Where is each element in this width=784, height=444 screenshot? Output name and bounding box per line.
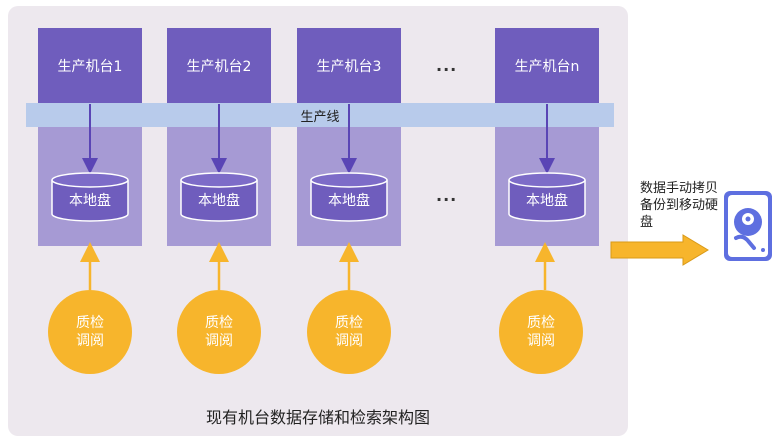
disk-ellipsis: ...	[436, 186, 458, 205]
machine-ellipsis: ...	[436, 56, 458, 75]
qc-line-2: 调阅	[205, 333, 233, 349]
disk-icon-2	[180, 172, 258, 222]
machine-3: 生产机台3	[297, 28, 401, 104]
qc-line-1: 质检	[335, 315, 363, 331]
qc-line-1: 质检	[76, 315, 104, 331]
qc-review-3: 质检调阅	[307, 290, 391, 374]
qc-review-2: 质检调阅	[177, 290, 261, 374]
qc-line-2: 调阅	[527, 333, 555, 349]
qc-review-n: 质检调阅	[499, 290, 583, 374]
qc-review-1: 质检调阅	[48, 290, 132, 374]
backup-description: 数据手动拷贝备份到移动硬盘	[640, 181, 719, 230]
qc-line-2: 调阅	[76, 333, 104, 349]
machine-n: 生产机台n	[495, 28, 599, 104]
disk-icon-3	[310, 172, 388, 222]
qc-line-2: 调阅	[335, 333, 363, 349]
diagram-caption: 现有机台数据存储和检索架构图	[205, 408, 430, 427]
local-disk-label-1: 本地盘	[69, 193, 111, 209]
disk-icon-n	[508, 172, 586, 222]
production-line-label: 生产线	[300, 109, 340, 125]
portable-hard-drive-icon	[724, 191, 772, 261]
machine-2: 生产机台2	[167, 28, 271, 104]
production-line: 生产线	[26, 103, 614, 127]
local-disk-label-n: 本地盘	[526, 193, 568, 209]
qc-line-1: 质检	[205, 315, 233, 331]
local-disk-label-2: 本地盘	[198, 193, 240, 209]
disk-icon-1	[51, 172, 129, 222]
local-disk-label-3: 本地盘	[328, 193, 370, 209]
machine-1: 生产机台1	[38, 28, 142, 104]
backup-arrow	[610, 234, 709, 266]
qc-line-1: 质检	[527, 315, 555, 331]
